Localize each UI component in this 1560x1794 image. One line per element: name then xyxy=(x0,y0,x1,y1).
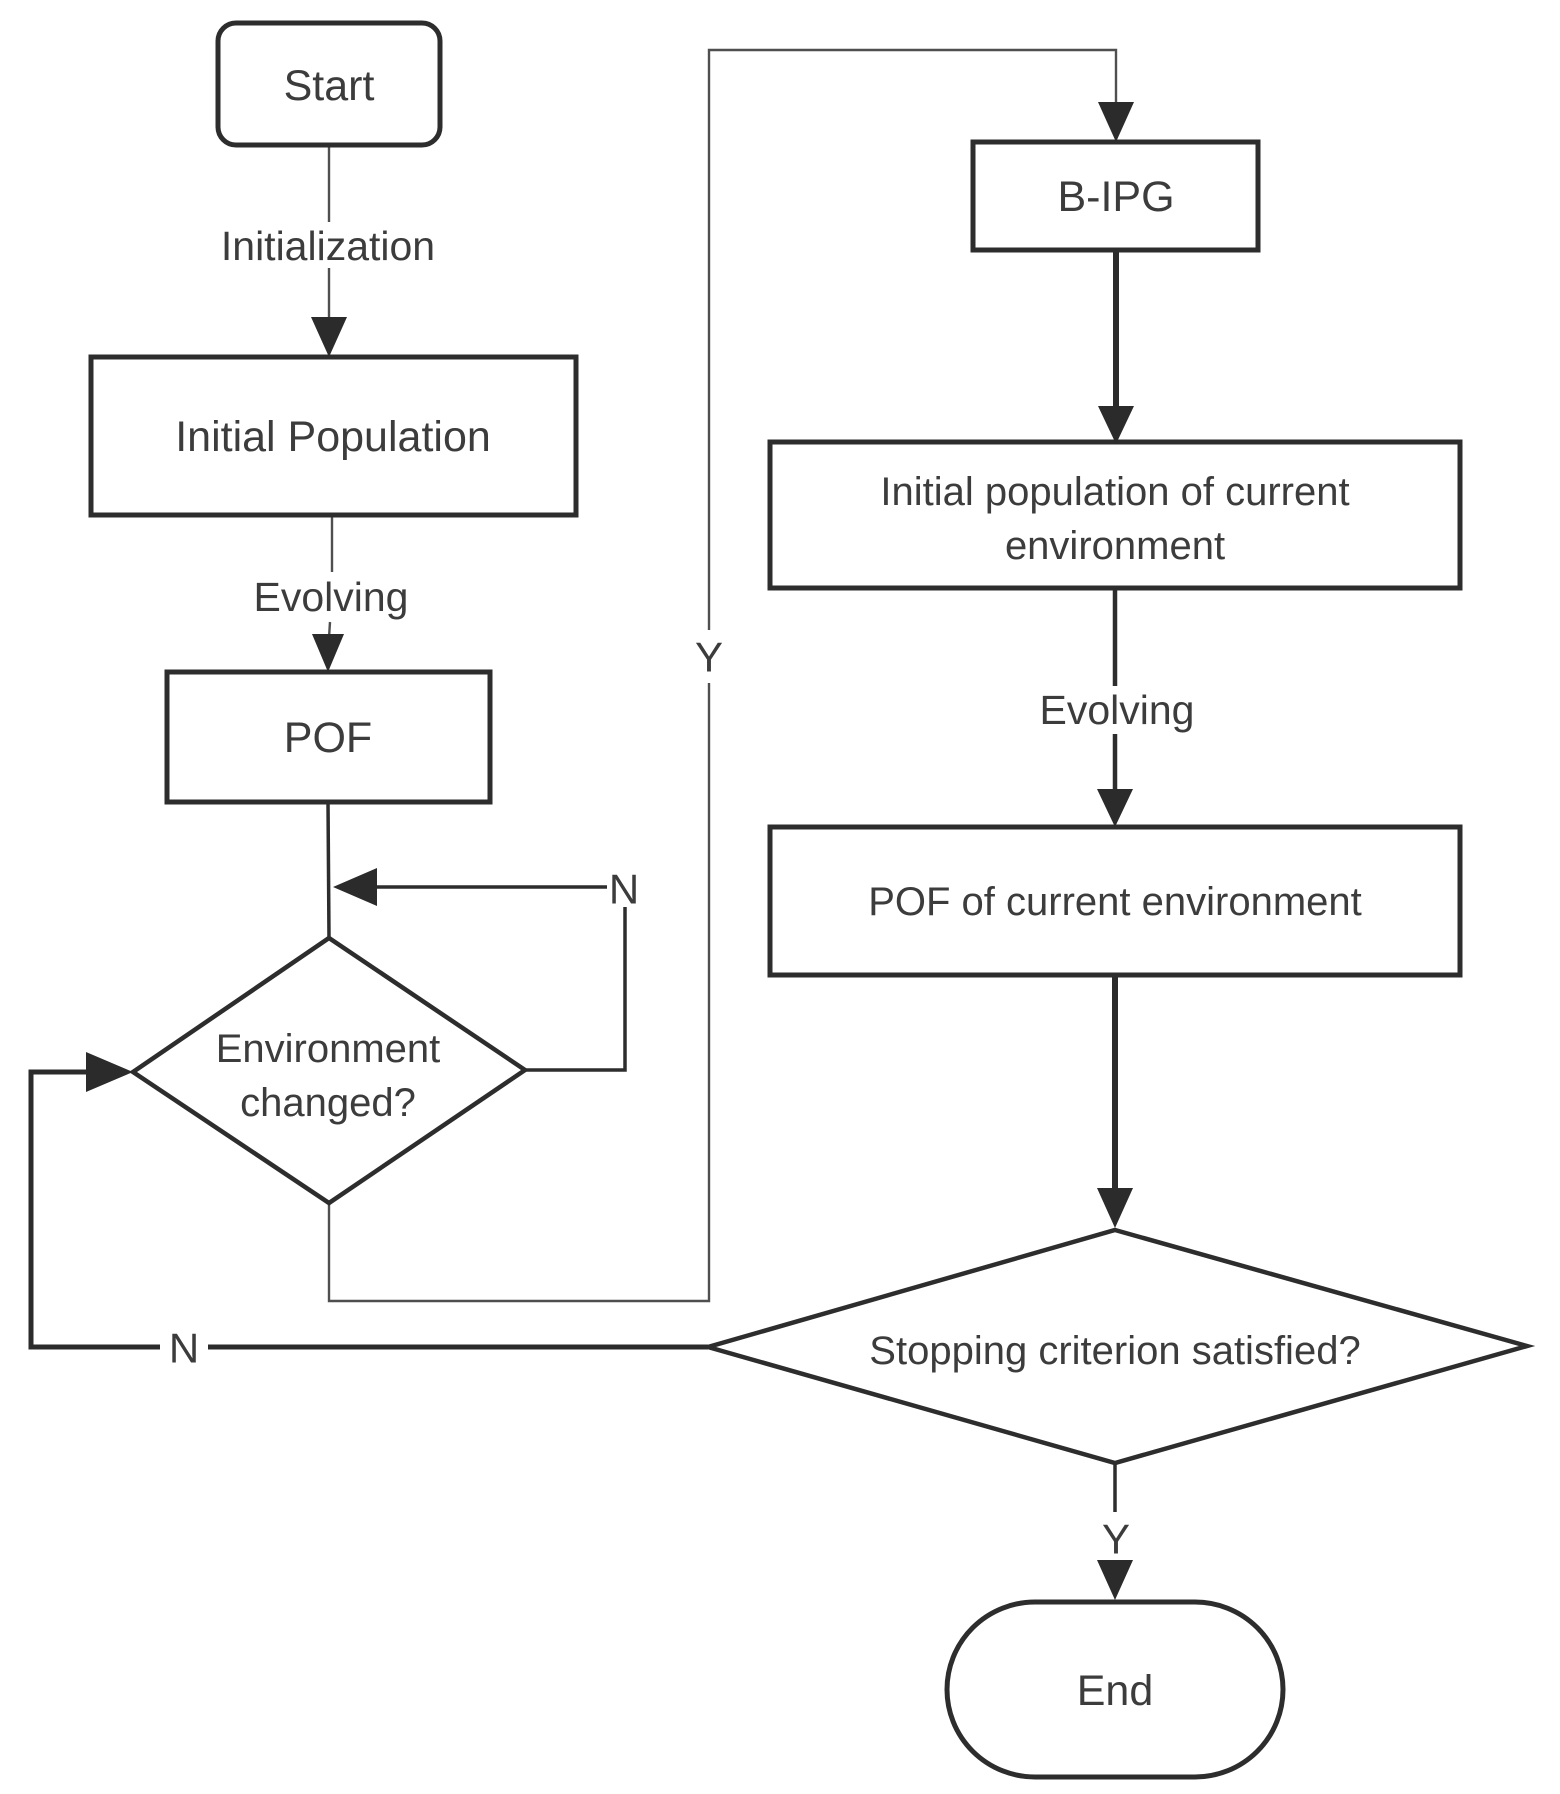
end-label: End xyxy=(1077,1667,1154,1715)
node-start: Start xyxy=(215,20,443,148)
node-bipg: B-IPG xyxy=(970,139,1261,253)
pof-label: POF xyxy=(284,714,372,762)
initialization-edge-label: Initialization xyxy=(221,223,435,269)
evolving-left-edge-label: Evolving xyxy=(254,574,409,620)
edge-labels: Initialization Evolving Evolving N N Y Y xyxy=(169,223,1195,1563)
node-pof: POF xyxy=(164,669,493,805)
edge-environment-changed-no-loop xyxy=(377,885,627,1072)
no-return-branch-label: N xyxy=(169,1325,199,1372)
arrowhead-into-initial-population xyxy=(311,317,347,357)
arrowhead-into-pof xyxy=(312,634,344,672)
arrowhead-into-initial-population-current xyxy=(1098,406,1134,444)
node-initial-population: Initial Population xyxy=(88,354,579,518)
edge-environment-changed-yes-to-bipg xyxy=(327,48,1118,1303)
arrowhead-into-pof-current xyxy=(1097,789,1133,827)
yes-end-branch-label: Y xyxy=(1102,1516,1130,1563)
edge-stopping-criterion-no-return xyxy=(28,1069,708,1350)
node-environment-changed-decision: Environment changed? xyxy=(128,935,530,1206)
arrowhead-into-end xyxy=(1097,1560,1133,1600)
node-end: End xyxy=(944,1599,1286,1780)
bipg-label: B-IPG xyxy=(1057,173,1174,221)
initial-population-label: Initial Population xyxy=(175,413,491,461)
stopping-criterion-label: Stopping criterion satisfied? xyxy=(869,1329,1360,1373)
arrowhead-into-stopping-criterion xyxy=(1097,1188,1133,1228)
environment-changed-label-line1: Environment xyxy=(216,1027,441,1071)
arrowhead-no-loop-left xyxy=(333,868,377,906)
node-initial-population-current: Initial population of current environmen… xyxy=(767,439,1463,591)
pof-current-label: POF of current environment xyxy=(868,880,1362,924)
yes-branch-label: Y xyxy=(695,634,723,681)
initial-population-current-label-line1: Initial population of current xyxy=(880,470,1349,514)
arrowhead-into-environment-changed xyxy=(86,1052,133,1092)
start-label: Start xyxy=(284,62,375,110)
arrowheads xyxy=(86,102,1134,1600)
no-loop-branch-label: N xyxy=(609,866,639,913)
initial-population-current-label-line2: environment xyxy=(1005,524,1225,568)
arrowhead-into-bipg xyxy=(1098,102,1134,142)
edge-pof-to-environment-changed xyxy=(326,801,331,939)
node-stopping-criterion-decision: Stopping criterion satisfied? xyxy=(699,1227,1536,1466)
evolving-right-edge-label: Evolving xyxy=(1040,687,1195,733)
environment-changed-label-line2: changed? xyxy=(240,1081,416,1125)
node-pof-current: POF of current environment xyxy=(767,824,1463,978)
